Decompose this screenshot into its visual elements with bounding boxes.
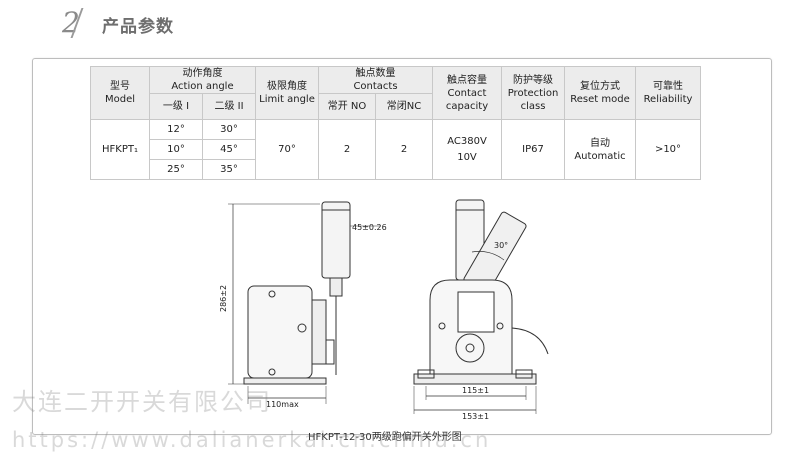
dim-roller-label: 45±0.26 xyxy=(352,223,387,232)
cell-reliability: >10° xyxy=(635,119,701,180)
front-view-drawing xyxy=(413,199,549,414)
cell-angle-3-1: 25° xyxy=(149,159,203,180)
header-nc: 常闭NC xyxy=(375,93,433,120)
cell-protection: IP67 xyxy=(501,119,565,180)
section-number: 2 xyxy=(62,6,80,39)
watermark-company: 大连二开开关有限公司 xyxy=(12,388,272,416)
cell-no: 2 xyxy=(318,119,376,180)
content-frame xyxy=(32,58,772,435)
section-title: 产品参数 xyxy=(102,17,174,37)
dim-depth-label: 110max xyxy=(266,400,299,409)
dim-holes-label: 115±1 xyxy=(462,386,489,395)
drawing-caption: HFKPT-12-30两级跑偏开关外形图 xyxy=(308,432,462,443)
dim-angle-label: 30° xyxy=(494,241,508,250)
header-level1: 一级 I xyxy=(149,93,203,120)
watermark-url: https://www.dalianerkai.cn.china.cn xyxy=(12,428,492,452)
header-level2: 二级 II xyxy=(202,93,256,120)
header-no: 常开 NO xyxy=(318,93,376,120)
dim-width-label: 153±1 xyxy=(462,412,489,421)
dim-height-label: 286±2 xyxy=(219,285,228,312)
cell-angle-3-2: 35° xyxy=(202,159,256,180)
side-view-drawing xyxy=(228,201,380,404)
